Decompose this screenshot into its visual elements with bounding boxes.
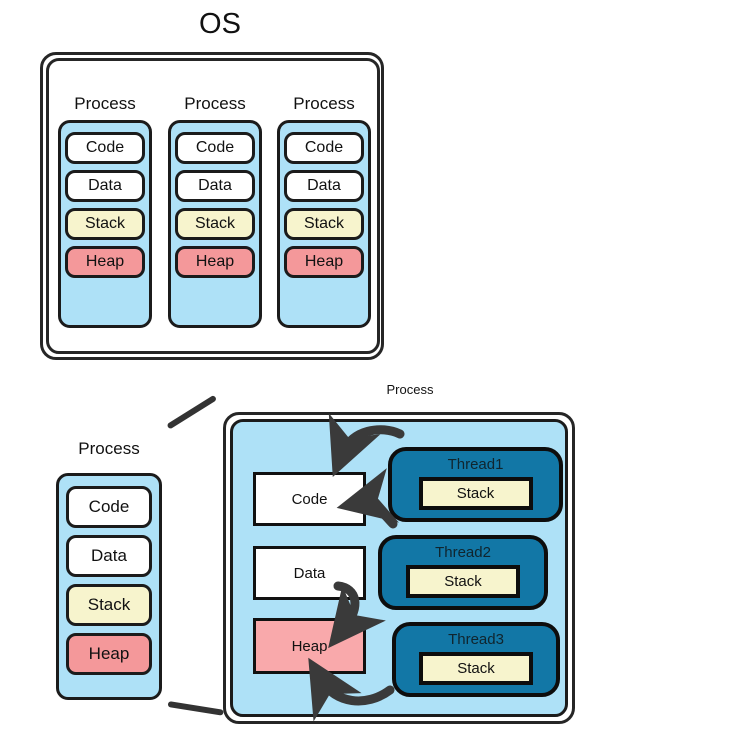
process-column-3[interactable]: Code Data Stack Heap bbox=[277, 120, 371, 328]
segment-code[interactable]: Code bbox=[66, 486, 152, 528]
segment-code[interactable]: Code bbox=[284, 132, 364, 164]
big-process-frame-outer bbox=[223, 412, 575, 724]
big-segment-heap[interactable]: Heap bbox=[253, 618, 366, 674]
thread-stack[interactable]: Stack bbox=[406, 565, 520, 599]
os-frame-outer bbox=[40, 52, 384, 360]
process-column-2[interactable]: Code Data Stack Heap bbox=[168, 120, 262, 328]
segment-heap[interactable]: Heap bbox=[284, 246, 364, 278]
segment-heap[interactable]: Heap bbox=[175, 246, 255, 278]
zoom-connector-top bbox=[166, 394, 218, 430]
thread-box-1[interactable]: Thread1 Stack bbox=[388, 447, 563, 522]
segment-code[interactable]: Code bbox=[65, 132, 145, 164]
thread-box-2[interactable]: Thread2 Stack bbox=[378, 535, 548, 610]
segment-code[interactable]: Code bbox=[175, 132, 255, 164]
big-segment-data[interactable]: Data bbox=[253, 546, 366, 600]
process-column-1[interactable]: Code Data Stack Heap bbox=[58, 120, 152, 328]
segment-data[interactable]: Data bbox=[65, 170, 145, 202]
thread-box-3[interactable]: Thread3 Stack bbox=[392, 622, 560, 697]
segment-stack[interactable]: Stack bbox=[175, 208, 255, 240]
thread-stack[interactable]: Stack bbox=[418, 477, 533, 511]
segment-data[interactable]: Data bbox=[66, 535, 152, 577]
thread-stack[interactable]: Stack bbox=[419, 652, 533, 686]
detail-process-box[interactable]: Code Data Stack Heap bbox=[56, 473, 162, 700]
segment-stack[interactable]: Stack bbox=[66, 584, 152, 626]
segment-heap[interactable]: Heap bbox=[66, 633, 152, 675]
os-title: OS bbox=[199, 8, 241, 40]
segment-stack[interactable]: Stack bbox=[284, 208, 364, 240]
process-label-3: Process bbox=[293, 94, 355, 113]
segment-stack[interactable]: Stack bbox=[65, 208, 145, 240]
thread-title: Thread3 bbox=[448, 631, 504, 648]
big-process-label: Process bbox=[386, 382, 434, 397]
zoom-connector-bottom bbox=[167, 701, 224, 716]
process-label-1: Process bbox=[74, 94, 136, 113]
thread-title: Thread2 bbox=[435, 544, 491, 561]
big-segment-code[interactable]: Code bbox=[253, 472, 366, 526]
detail-process-label: Process bbox=[78, 439, 140, 458]
segment-data[interactable]: Data bbox=[175, 170, 255, 202]
process-label-2: Process bbox=[184, 94, 246, 113]
thread-title: Thread1 bbox=[447, 456, 504, 473]
segment-heap[interactable]: Heap bbox=[65, 246, 145, 278]
segment-data[interactable]: Data bbox=[284, 170, 364, 202]
